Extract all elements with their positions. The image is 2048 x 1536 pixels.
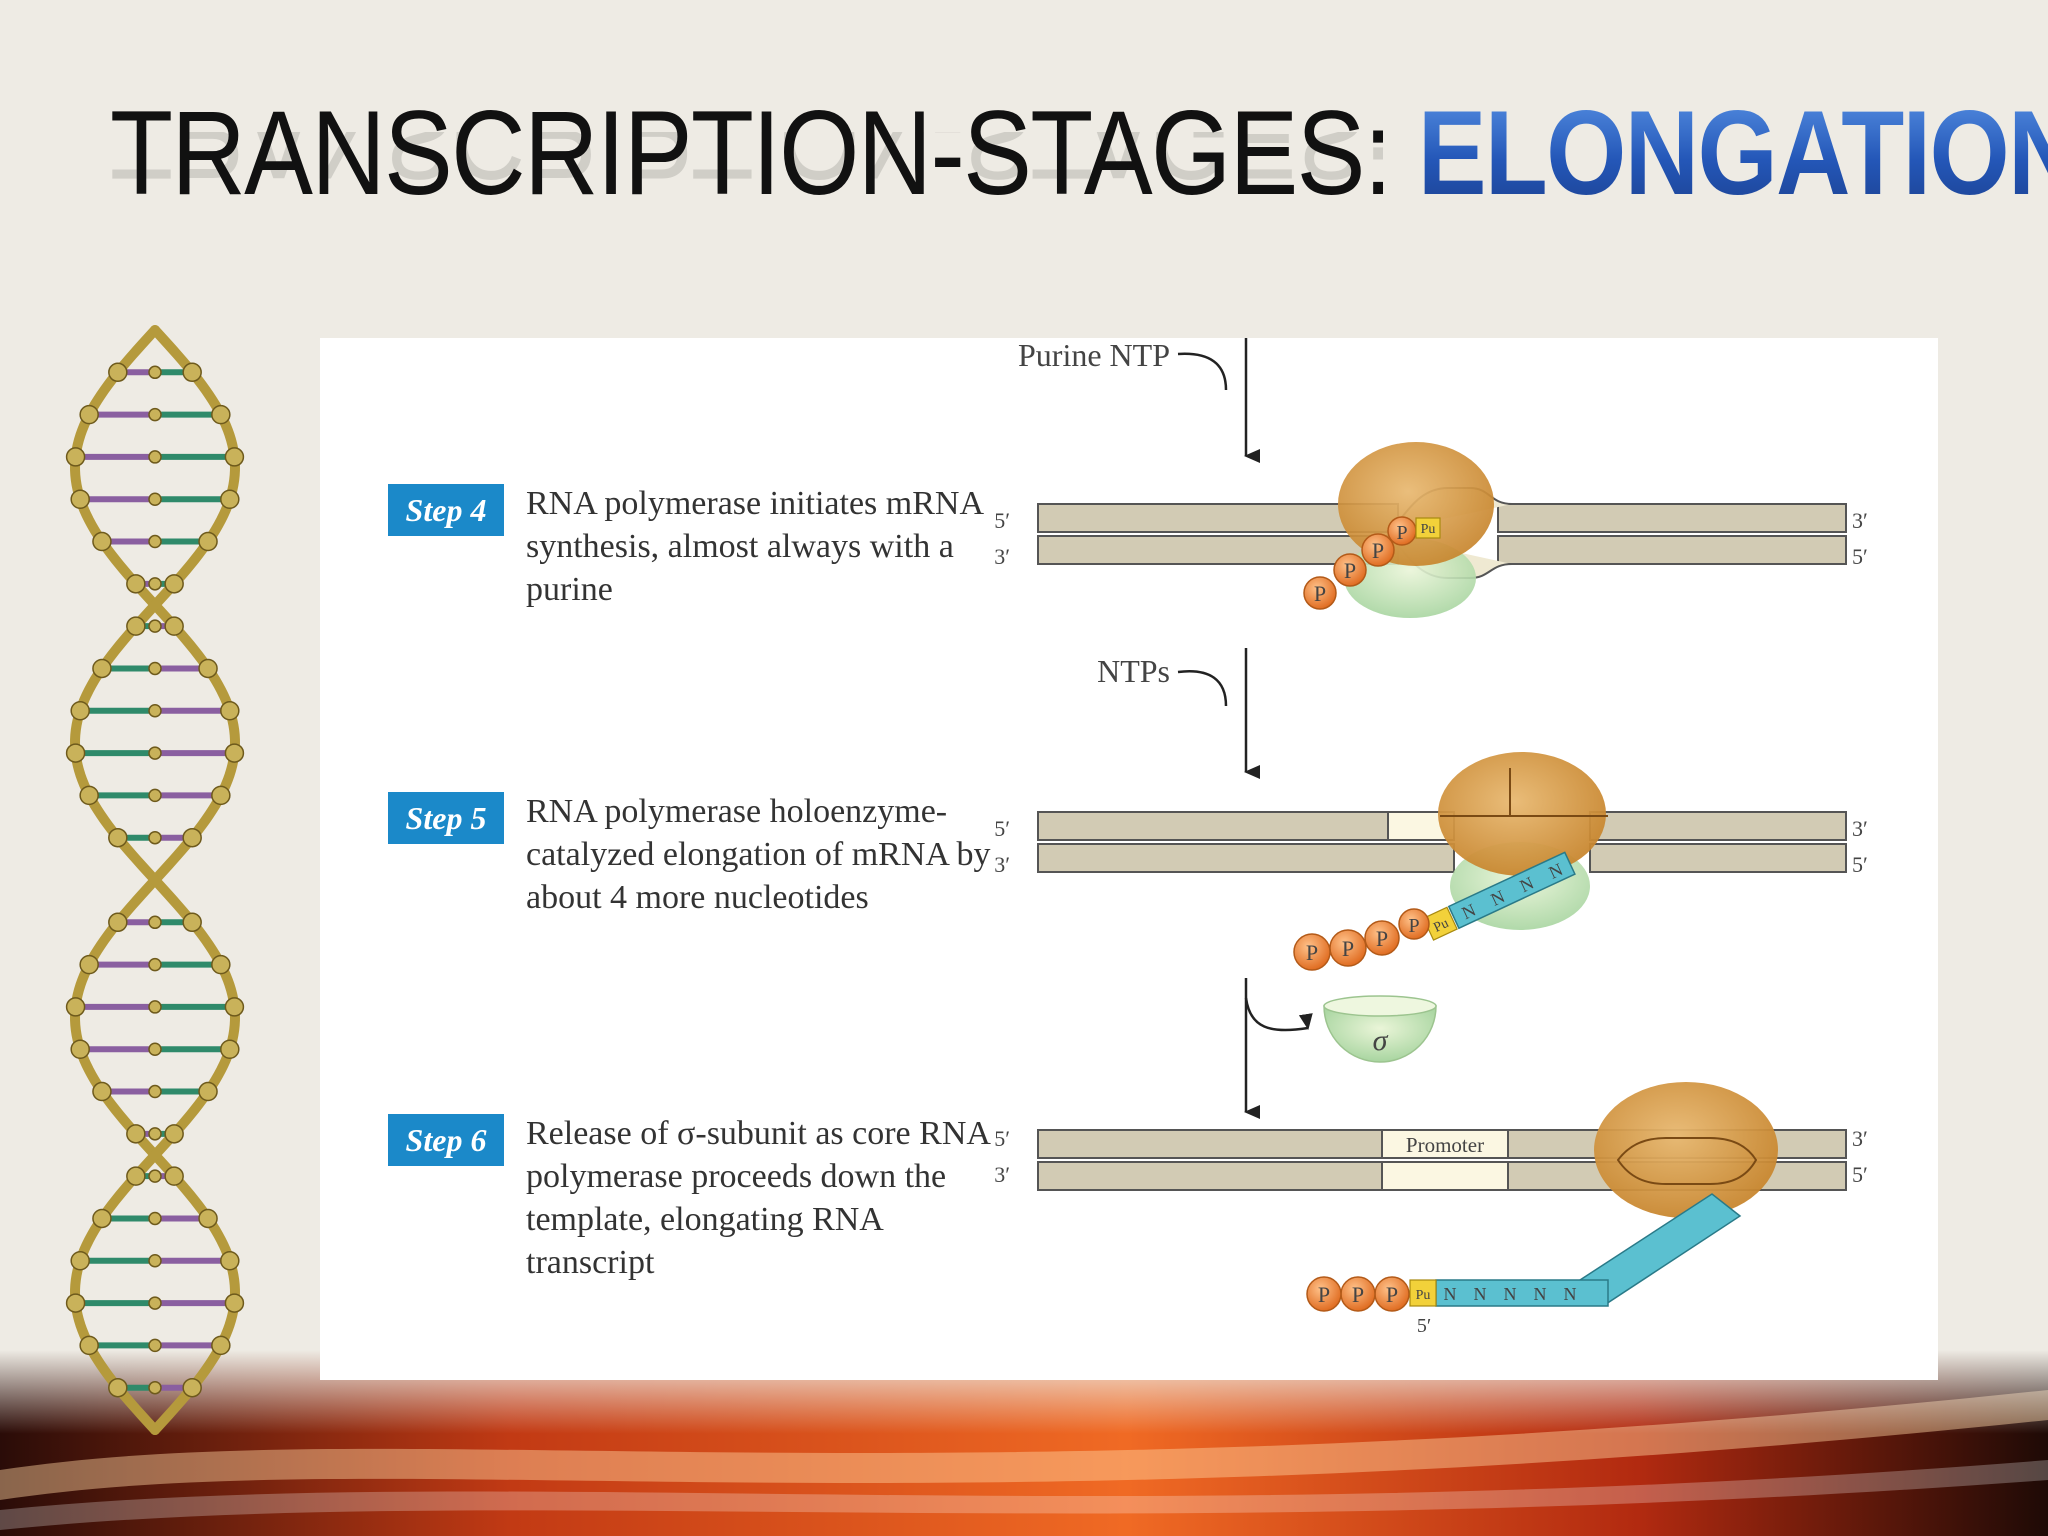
diagram-panel: Step 4 RNA polymerase initiates mRNA syn… bbox=[320, 338, 1938, 1380]
svg-text:P: P bbox=[1314, 581, 1326, 606]
dna-helix-icon bbox=[65, 325, 245, 1435]
released-sigma-subunit: σ bbox=[1323, 995, 1437, 1063]
svg-text:P: P bbox=[1386, 1282, 1398, 1307]
svg-text:3′: 3′ bbox=[994, 852, 1010, 877]
svg-text:3′: 3′ bbox=[994, 1162, 1010, 1187]
title-main: TRANSCRIPTION-STAGES: bbox=[110, 86, 1392, 220]
elongation-diagram: Purine NTP NTPs σ 5′ 3′ 3′ 5′ bbox=[994, 338, 1868, 1337]
svg-text:P: P bbox=[1318, 1282, 1330, 1307]
svg-text:5′: 5′ bbox=[1417, 1315, 1431, 1337]
svg-text:P: P bbox=[1344, 558, 1356, 583]
svg-text:P: P bbox=[1372, 538, 1384, 563]
ntps-arrow bbox=[1177, 670, 1228, 707]
step-badge: Step 4 bbox=[388, 484, 504, 536]
slide-background-streak bbox=[0, 1350, 2048, 1536]
svg-text:P: P bbox=[1408, 915, 1419, 937]
svg-text:5′: 5′ bbox=[994, 1126, 1010, 1151]
svg-text:Pu: Pu bbox=[1431, 916, 1451, 936]
svg-text:5′: 5′ bbox=[1852, 852, 1868, 877]
step-badge: Step 5 bbox=[388, 792, 504, 844]
step-description: RNA polymerase holoenzyme-catalyzed elon… bbox=[526, 793, 991, 916]
svg-text:Pu: Pu bbox=[1421, 522, 1436, 537]
svg-text:N: N bbox=[1534, 1284, 1547, 1304]
svg-text:3′: 3′ bbox=[994, 544, 1010, 569]
svg-text:P: P bbox=[1306, 940, 1318, 965]
step6-dna: 5′ 3′ 3′ 5′ Promoter N N N N N bbox=[994, 1082, 1868, 1337]
step-description: RNA polymerase initiates mRNA synthesis,… bbox=[526, 485, 983, 608]
sigma-release-arrow bbox=[1244, 997, 1313, 1032]
svg-text:5′: 5′ bbox=[994, 816, 1010, 841]
purine-ntp-arrow bbox=[1177, 352, 1228, 391]
purine-ntp-label: Purine NTP bbox=[1018, 338, 1170, 373]
step-description: Release of σ-subunit as core RNA polymer… bbox=[526, 1115, 990, 1281]
svg-text:N: N bbox=[1504, 1284, 1517, 1304]
step-badge: Step 6 bbox=[388, 1114, 504, 1166]
svg-text:Pu: Pu bbox=[1416, 1288, 1431, 1303]
sigma-label: σ bbox=[1373, 1024, 1389, 1057]
svg-text:P: P bbox=[1352, 1282, 1364, 1307]
svg-text:3′: 3′ bbox=[1852, 816, 1868, 841]
svg-text:5′: 5′ bbox=[1852, 544, 1868, 569]
svg-text:P: P bbox=[1376, 926, 1388, 951]
svg-text:5′: 5′ bbox=[994, 508, 1010, 533]
svg-text:N: N bbox=[1474, 1284, 1487, 1304]
svg-text:3′: 3′ bbox=[1852, 1126, 1868, 1151]
svg-text:P: P bbox=[1396, 522, 1407, 544]
step4-dna: 5′ 3′ 3′ 5′ P P P P bbox=[994, 442, 1868, 618]
title-reflection: TRANSCRIPTION-STAGES: bbox=[110, 132, 1391, 204]
svg-text:5′: 5′ bbox=[1852, 1162, 1868, 1187]
promoter-label: Promoter bbox=[1406, 1133, 1484, 1157]
svg-text:N: N bbox=[1444, 1284, 1457, 1304]
svg-text:P: P bbox=[1342, 936, 1354, 961]
slide-title: TRANSCRIPTION-STAGES: ELONGATION bbox=[110, 78, 2048, 228]
step5-dna: 5′ 3′ 3′ 5′ N N N N bbox=[994, 752, 1868, 971]
svg-text:3′: 3′ bbox=[1852, 508, 1868, 533]
title-accent: ELONGATION bbox=[1418, 86, 2048, 220]
svg-text:N: N bbox=[1564, 1284, 1577, 1304]
ntps-label: NTPs bbox=[1097, 653, 1170, 689]
